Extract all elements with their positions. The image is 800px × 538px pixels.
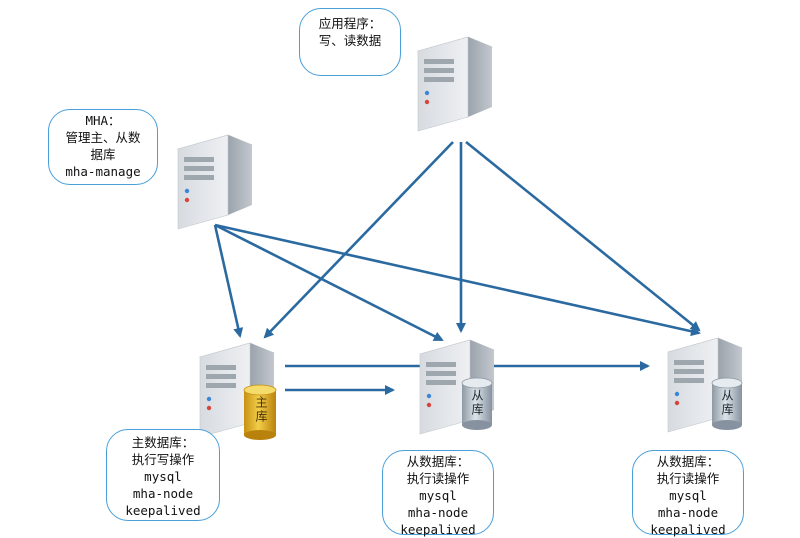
callout-line: 据库 bbox=[90, 147, 116, 162]
master-db-label: 主库 bbox=[254, 396, 268, 424]
callout-line: mha-node bbox=[407, 505, 469, 520]
slave1-db-icon bbox=[461, 377, 493, 430]
callout-line: mha-node bbox=[132, 486, 194, 501]
arrow-icon bbox=[263, 141, 454, 339]
mha-server-icon bbox=[177, 134, 253, 230]
callout-line: 管理主、从数 bbox=[65, 130, 141, 145]
callout-line: 执行写操作 bbox=[131, 452, 195, 467]
arrow-icon bbox=[214, 223, 701, 337]
slave2-callout: 从数据库： 执行读操作 mysql mha-node keepalived bbox=[632, 450, 744, 537]
callout-line: 执行读操作 bbox=[406, 471, 470, 486]
callout-line: 主数据库： bbox=[131, 435, 195, 450]
master-callout: 主数据库： 执行写操作 mysql mha-node keepalived bbox=[106, 429, 220, 521]
app-callout: 应用程序： 写、读数据 bbox=[299, 8, 401, 76]
callout-line: 写、读数据 bbox=[318, 33, 382, 48]
callout-line: 从数据库： bbox=[656, 454, 720, 469]
mha-callout: MHA： 管理主、从数 据库 mha-manage bbox=[48, 109, 158, 185]
callout-line: 应用程序： bbox=[318, 16, 382, 31]
slave1-db-label: 从库 bbox=[470, 389, 484, 417]
callout-line: mysql bbox=[669, 488, 707, 503]
app-server-icon bbox=[417, 36, 493, 132]
arrow-icon bbox=[214, 223, 444, 342]
master-db-icon bbox=[243, 384, 277, 440]
callout-line: 从数据库： bbox=[406, 454, 470, 469]
arrow-icon bbox=[213, 224, 244, 338]
slave1-callout: 从数据库： 执行读操作 mysql mha-node keepalived bbox=[382, 450, 494, 537]
callout-line: mha-node bbox=[657, 505, 719, 520]
callout-line: keepalived bbox=[125, 503, 201, 518]
slave2-db-label: 从库 bbox=[720, 389, 734, 417]
callout-line: MHA： bbox=[85, 113, 121, 128]
callout-line: mysql bbox=[419, 488, 457, 503]
arrow-icon bbox=[465, 140, 701, 332]
callout-line: keepalived bbox=[650, 522, 726, 537]
callout-line: mysql bbox=[144, 469, 182, 484]
callout-line: mha-manage bbox=[65, 164, 141, 179]
callout-line: keepalived bbox=[400, 522, 476, 537]
callout-line: 执行读操作 bbox=[656, 471, 720, 486]
slave2-db-icon bbox=[711, 377, 743, 430]
